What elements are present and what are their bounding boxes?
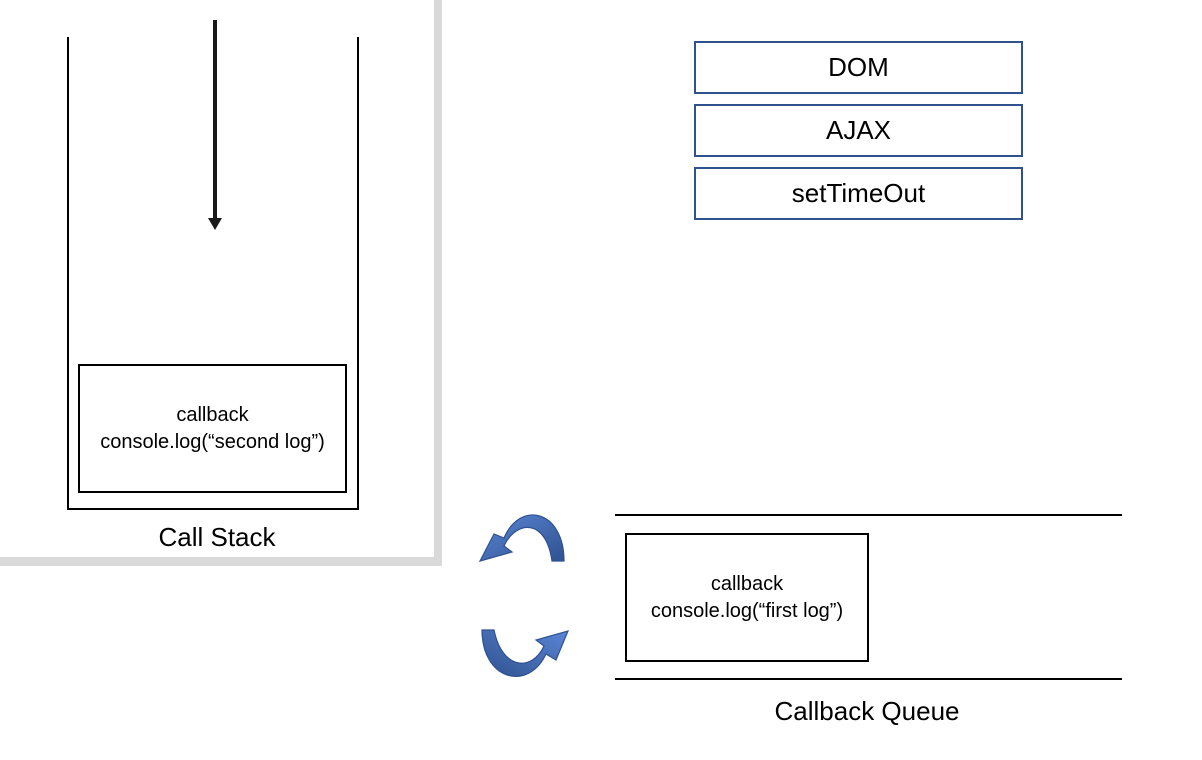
loop-arrow-bottom xyxy=(481,629,570,677)
callback-queue-label: Callback Queue xyxy=(774,696,960,726)
loop-arrow-top xyxy=(478,514,565,562)
callback-queue-bottom-line xyxy=(615,678,1122,680)
web-api-dom: DOM xyxy=(694,41,1023,94)
call-stack-label: Call Stack xyxy=(158,522,276,552)
call-stack-frame-line2: console.log(“second log”) xyxy=(100,430,325,453)
callback-queue-item-line2: console.log(“first log”) xyxy=(650,599,844,622)
web-api-ajax: AJAX xyxy=(694,104,1023,157)
web-api-ajax-label: AJAX xyxy=(825,115,892,145)
call-stack-frame-line1: callback xyxy=(176,403,249,426)
call-stack-wall-right xyxy=(357,37,359,510)
push-arrow-shaft xyxy=(213,20,217,220)
call-stack-frame-border-right xyxy=(434,0,442,566)
web-api-dom-label: DOM xyxy=(828,52,889,82)
web-api-settimeout-label: setTimeOut xyxy=(791,178,926,208)
callback-queue-top-line xyxy=(615,514,1122,516)
down-arrow-icon xyxy=(208,218,222,230)
web-api-settimeout: setTimeOut xyxy=(694,167,1023,220)
call-stack-wall-left xyxy=(67,37,69,510)
callback-queue-item-line1: callback xyxy=(710,572,784,595)
call-stack-frame-border-bottom xyxy=(0,557,442,566)
call-stack-frame: callback console.log(“second log”) xyxy=(78,364,347,493)
circular-arrows-icon xyxy=(478,514,570,677)
callback-queue-item: callback console.log(“first log”) xyxy=(625,533,869,662)
call-stack-floor xyxy=(67,508,359,510)
